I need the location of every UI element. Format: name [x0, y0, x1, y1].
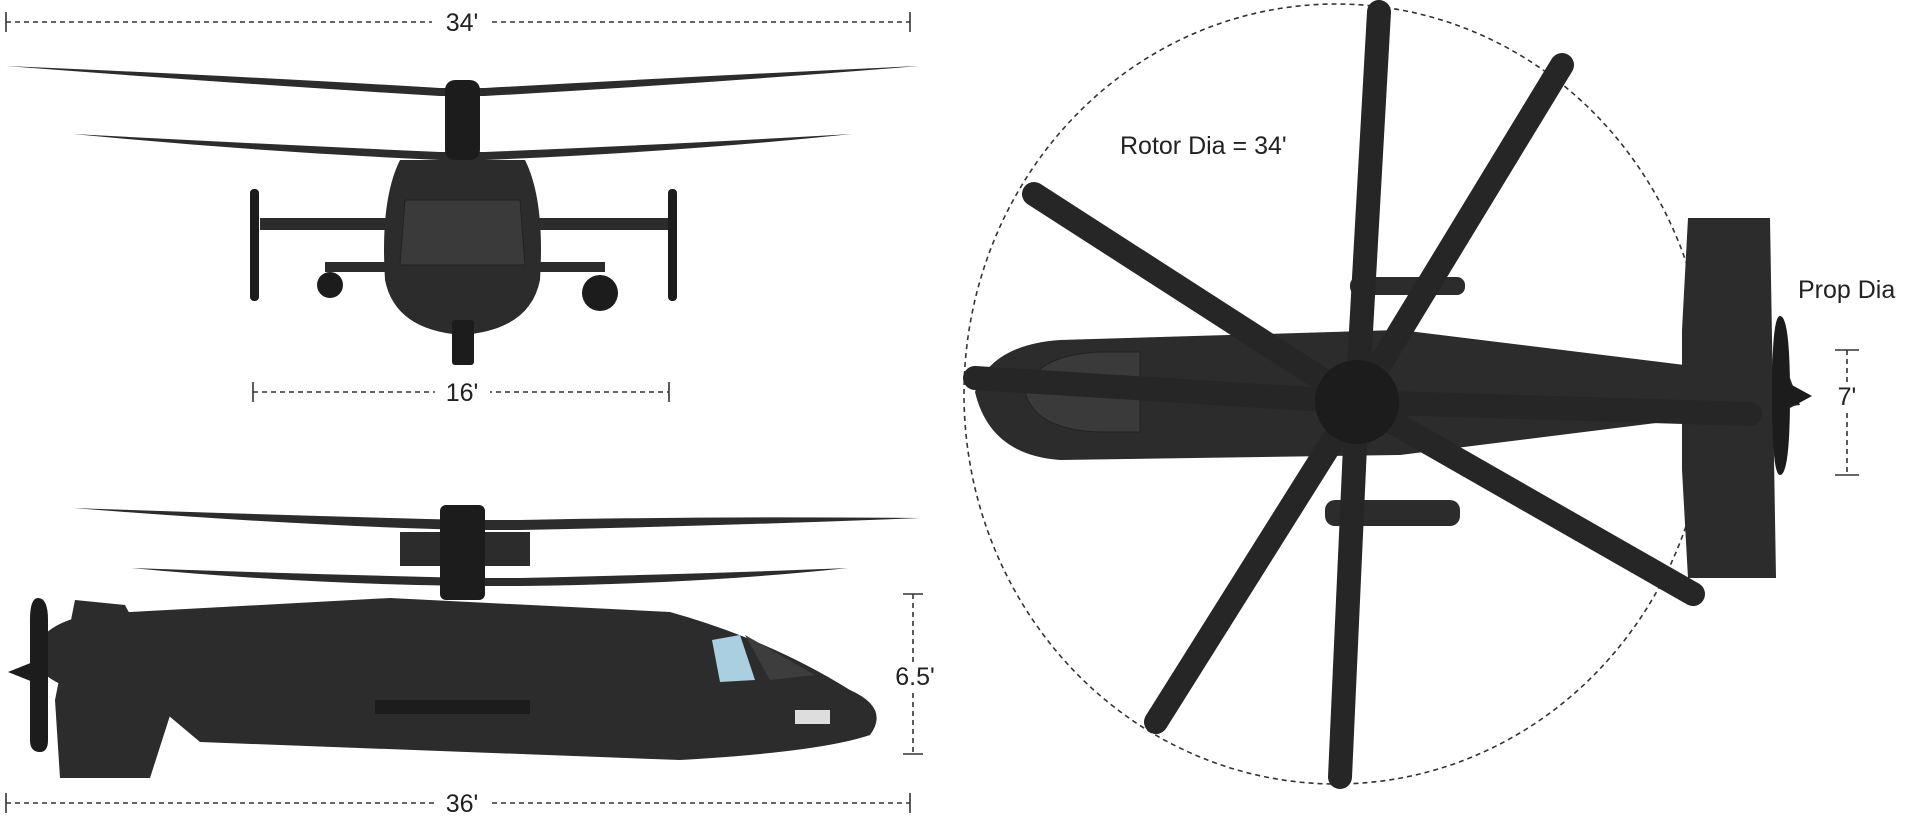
prop-diameter-label: 7' [1838, 383, 1857, 411]
lower-rotor-side [131, 568, 848, 586]
rotor-span-label: 34' [446, 9, 479, 37]
pusher-propeller [30, 598, 48, 752]
side-fuselage [40, 598, 877, 760]
top-prop-spinner [1790, 384, 1812, 408]
tail-fin [55, 600, 175, 778]
top-view: Rotor Dia = 34' Prop Dia 7' [963, 0, 1895, 789]
left-weapon-pylon [325, 262, 390, 272]
length-label: 36' [446, 790, 479, 818]
canopy-window [712, 635, 755, 682]
rotor-blade [1022, 182, 1369, 414]
upper-rotor-side [73, 508, 921, 530]
rotor-blade [963, 366, 1369, 414]
rotor-mast [445, 80, 480, 160]
right-prop-blade [668, 189, 677, 301]
label-bg [435, 378, 490, 406]
nose-sensor [452, 320, 474, 365]
height-label: 6.5' [895, 663, 935, 691]
rotor-blade [1345, 390, 1762, 426]
label-bg [435, 789, 490, 817]
label-bg [432, 8, 492, 36]
front-windshield [399, 199, 526, 266]
right-stub-wing [535, 218, 670, 230]
rotor-blade [1345, 53, 1574, 414]
front-view: 34' 16' [5, 8, 919, 407]
rotor-diameter-label: Rotor Dia = 34' [1120, 132, 1287, 160]
rotor-blade [1345, 390, 1705, 606]
prop-diameter-title: Prop Dia [1798, 276, 1895, 304]
label-bg [890, 662, 940, 690]
width-label: 16' [446, 379, 479, 407]
rotor-hub-top [1315, 360, 1399, 444]
left-stub-wing [260, 218, 390, 230]
rocket-pod [317, 272, 343, 298]
prop-spinner [8, 660, 38, 684]
label-bg [1832, 382, 1862, 410]
nose-panel [795, 710, 830, 724]
side-weapons-rail [375, 700, 530, 714]
rotor-blade [1144, 390, 1369, 734]
canopy-window-front [745, 635, 815, 680]
side-view: 6.5' 36' [5, 505, 940, 818]
rotor-mast-side [440, 505, 485, 600]
left-prop-blade [250, 189, 259, 301]
rotor-blade [1328, 390, 1369, 789]
rotor-blades-top [963, 0, 1762, 789]
rotor-blade [1345, 0, 1391, 414]
gun-pod [582, 275, 618, 311]
right-weapon-pylon [535, 262, 605, 272]
top-pusher-prop [1772, 316, 1790, 475]
